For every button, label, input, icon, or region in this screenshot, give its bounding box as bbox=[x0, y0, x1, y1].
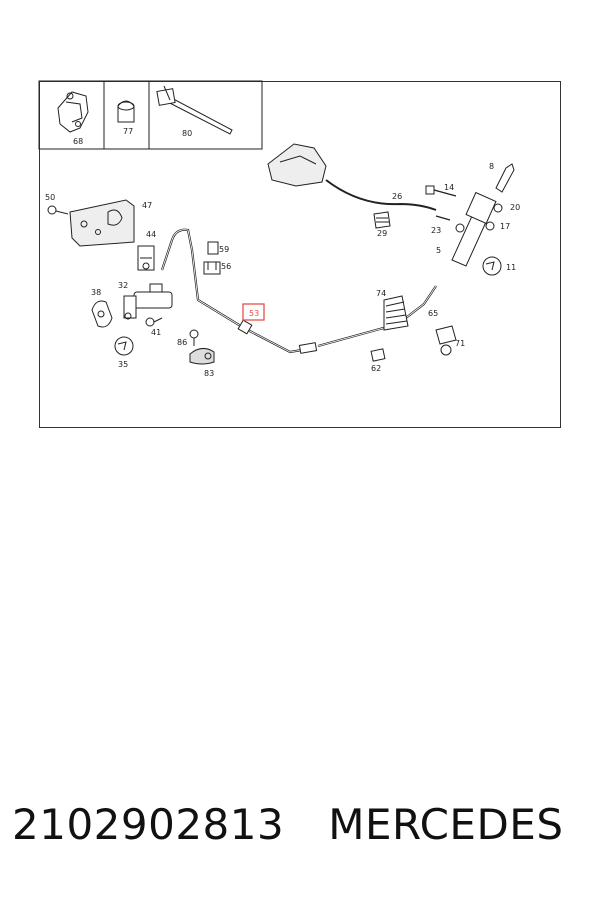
label-74: 74 bbox=[376, 289, 386, 298]
label-29: 29 bbox=[377, 229, 387, 238]
label-23: 23 bbox=[431, 226, 441, 235]
label-35: 35 bbox=[118, 360, 128, 369]
highlight-53 bbox=[242, 303, 265, 321]
label-62: 62 bbox=[371, 364, 381, 373]
label-50: 50 bbox=[45, 193, 55, 202]
label-44: 44 bbox=[146, 230, 156, 239]
part-74-boot bbox=[383, 295, 409, 331]
part-77-clip bbox=[117, 100, 135, 123]
label-83: 83 bbox=[204, 369, 214, 378]
inset-frame bbox=[38, 80, 263, 150]
part-32-master-cylinder bbox=[123, 283, 173, 320]
label-86: 86 bbox=[177, 338, 187, 347]
part-86-screw bbox=[189, 329, 199, 346]
pipe-coupling bbox=[298, 342, 318, 354]
part-29-grommet bbox=[373, 211, 391, 229]
part-5-slave-cylinder bbox=[451, 191, 497, 267]
part-38-gasket bbox=[91, 300, 113, 328]
label-5: 5 bbox=[436, 246, 441, 255]
label-20: 20 bbox=[510, 203, 520, 212]
label-8: 8 bbox=[489, 162, 494, 171]
part-47-bracket bbox=[69, 199, 135, 247]
brand-name: MERCEDES bbox=[328, 800, 564, 849]
part-59-clip bbox=[207, 241, 219, 255]
part-71-fitting bbox=[435, 325, 457, 356]
part-17-nut bbox=[485, 221, 495, 231]
diagram-frame bbox=[39, 81, 561, 428]
part-62-sleeve bbox=[370, 348, 386, 362]
label-65: 65 bbox=[428, 309, 438, 318]
label-71: 71 bbox=[455, 339, 465, 348]
part-56-clip bbox=[203, 261, 221, 275]
label-68: 68 bbox=[73, 137, 83, 146]
part-number: 2102902813 bbox=[12, 800, 285, 849]
label-47: 47 bbox=[142, 201, 152, 210]
part-68-bracket bbox=[57, 91, 89, 133]
part-20-washer bbox=[493, 203, 503, 213]
part-14-bolt bbox=[425, 185, 457, 197]
pipe-53-fitting bbox=[237, 319, 253, 335]
caption: 2102902813 MERCEDES bbox=[12, 800, 564, 849]
label-59: 59 bbox=[219, 245, 229, 254]
label-32: 32 bbox=[118, 281, 128, 290]
label-80: 80 bbox=[182, 129, 192, 138]
reservoir bbox=[267, 143, 327, 187]
hose-26 bbox=[325, 179, 437, 211]
label-77: 77 bbox=[123, 127, 133, 136]
pipe-53 bbox=[160, 228, 315, 354]
part-41-bolt bbox=[145, 317, 163, 327]
label-17: 17 bbox=[500, 222, 510, 231]
label-41: 41 bbox=[151, 328, 161, 337]
label-56: 56 bbox=[221, 262, 231, 271]
part-11-ring bbox=[482, 256, 502, 276]
part-50-bolt bbox=[47, 205, 69, 215]
part-23-screw bbox=[435, 215, 451, 221]
label-26: 26 bbox=[392, 192, 402, 201]
part-35-ring bbox=[114, 336, 134, 356]
part-83-clamp bbox=[189, 348, 215, 365]
label-53: 53 bbox=[249, 309, 259, 318]
label-38: 38 bbox=[91, 288, 101, 297]
part-44-clamp bbox=[137, 245, 155, 271]
part-80-cable-tie bbox=[156, 85, 233, 135]
label-11: 11 bbox=[506, 263, 516, 272]
label-14: 14 bbox=[444, 183, 454, 192]
part-8-pin bbox=[495, 163, 515, 193]
